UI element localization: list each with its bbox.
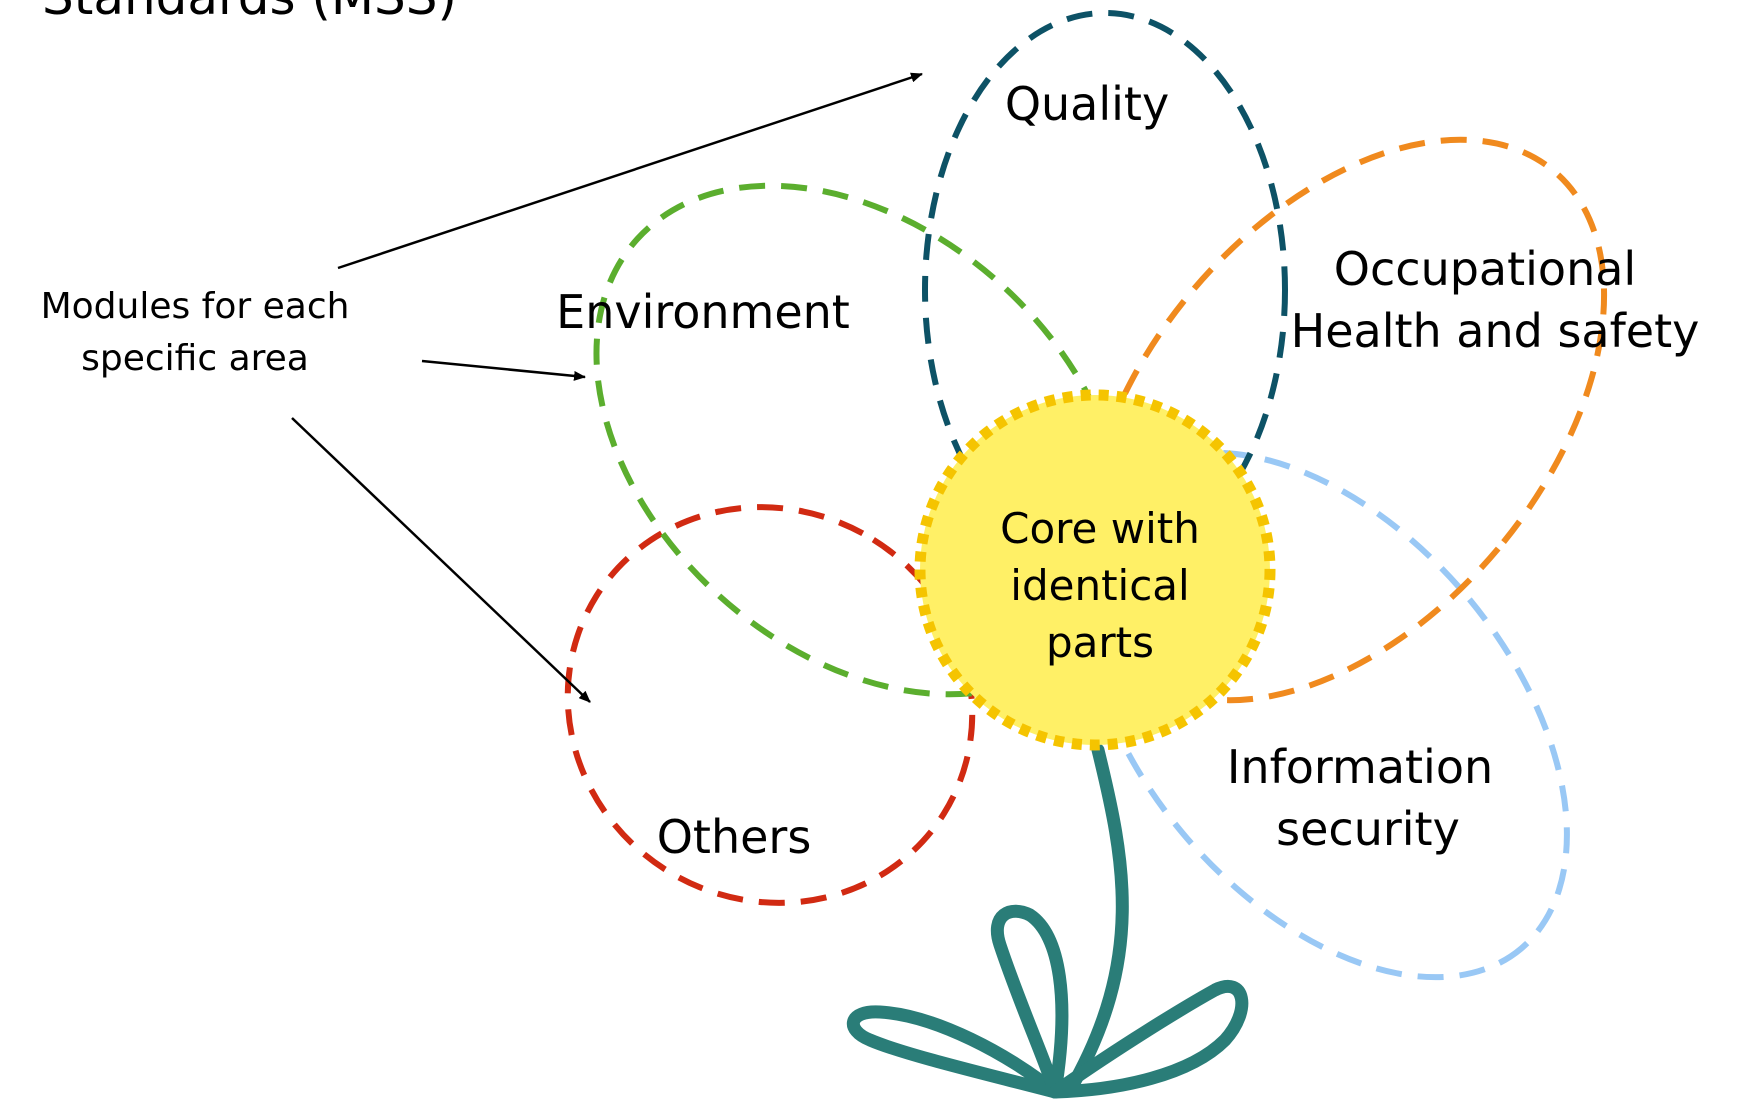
leaf-left [847, 1005, 1062, 1099]
core-label-line-2: identical [1010, 561, 1189, 610]
label-environment: Environment [556, 285, 850, 339]
side-note-line-1: Modules for each [41, 286, 350, 327]
core-label-line-3: parts [1046, 618, 1154, 667]
arrow-to-environment [421, 359, 586, 381]
petal-quality [922, 10, 1288, 570]
flower-leaves [847, 904, 1249, 1099]
page-title: Standards (MSS) [42, 0, 457, 26]
side-note-line-2: specific area [81, 338, 309, 379]
side-note: Modules for each specific area [41, 286, 350, 379]
petal-occupational-health [1082, 136, 1608, 704]
label-occupational-line-1: Occupational [1334, 242, 1636, 296]
arrow-to-quality [337, 72, 923, 270]
petal-others [564, 504, 976, 906]
label-quality: Quality [1005, 77, 1169, 131]
core-label: Core with identical parts [1000, 504, 1200, 667]
label-others: Others [657, 810, 812, 864]
arrow-to-others [291, 417, 591, 703]
label-information-line-2: security [1276, 802, 1460, 856]
flower-stem [1063, 743, 1129, 1097]
leaf-right [1048, 979, 1249, 1099]
leaf-middle [990, 904, 1069, 1099]
core-circle [920, 395, 1270, 745]
core-label-line-1: Core with [1000, 504, 1200, 553]
core-circle-outline [914, 389, 1276, 751]
label-information-line-1: Information [1227, 740, 1493, 794]
label-occupational-line-2: Health and safety [1291, 304, 1700, 358]
